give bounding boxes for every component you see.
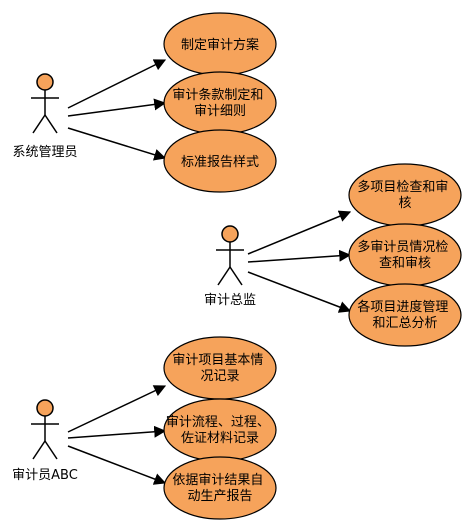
use-case-ellipse	[163, 129, 277, 193]
svg-text:各项目进度管理 和汇总分析: 各项目进度管理 和汇总分析	[357, 299, 452, 331]
use-case: 多项目检查和审 核	[348, 163, 462, 227]
association-arrow	[67, 127, 167, 161]
use-case: 制定审计方案	[163, 12, 277, 76]
use-case-text: 制定审计方案	[181, 37, 259, 53]
use-case-ellipse	[163, 336, 277, 400]
use-case-text: 动生产报告	[187, 489, 252, 504]
svg-text:多项目检查和审 核: 多项目检查和审 核	[357, 179, 452, 211]
use-case-text: 佐证材料记录	[181, 431, 259, 446]
actor-auditor-abc: 审计员ABC	[12, 399, 78, 483]
use-case-text: 况记录	[200, 369, 239, 384]
use-case-text: 查和审核	[379, 256, 431, 271]
actor-label: 审计员ABC	[12, 468, 78, 483]
use-case: 多审计员情况检 查和审核	[348, 223, 462, 287]
use-case-text: 多审计员情况检	[357, 239, 448, 255]
associations	[67, 59, 352, 485]
use-case-ellipse	[163, 456, 277, 520]
actor-system-admin: 系统管理员	[12, 73, 78, 160]
use-case-text: 各项目进度管理	[357, 299, 448, 315]
use-case: 标准报告样式	[163, 129, 277, 193]
actor-label: 审计总监	[204, 293, 256, 308]
use-case-text: 审计细则	[194, 104, 246, 119]
use-case-ellipse	[163, 71, 277, 135]
svg-text:审计条款制定和 审计细则: 审计条款制定和 审计细则	[172, 87, 267, 119]
association-arrow	[67, 425, 167, 439]
use-case-ellipse	[348, 223, 462, 287]
use-case-text: 审计流程、过程、	[166, 415, 270, 430]
association-arrow	[247, 271, 352, 313]
use-case-text: 审计条款制定和	[172, 87, 263, 103]
svg-text:依据审计结果自 动生产报告: 依据审计结果自 动生产报告	[172, 473, 267, 504]
use-case: 审计项目基本情 况记录	[163, 336, 277, 400]
svg-text:标准报告样式: 标准报告样式	[181, 155, 259, 170]
actor-audit-director: 审计总监	[204, 225, 256, 308]
use-case-text: 审计项目基本情	[172, 353, 263, 368]
use-case-ellipse	[163, 398, 277, 462]
use-case-text: 多项目检查和审	[357, 179, 448, 195]
use-case-text: 标准报告样式	[181, 155, 259, 170]
use-case-text: 和汇总分析	[372, 316, 437, 331]
use-case-text: 核	[398, 196, 411, 211]
svg-text:制定审计方案: 制定审计方案	[181, 37, 259, 53]
actor-head	[36, 73, 54, 91]
association-arrow	[67, 59, 167, 109]
svg-text:审计流程、过程、 佐证材料记录: 审计流程、过程、 佐证材料记录	[166, 415, 274, 446]
use-case-ellipse	[348, 163, 462, 227]
svg-text:多审计员情况检 查和审核: 多审计员情况检 查和审核	[357, 239, 452, 271]
use-case: 依据审计结果自 动生产报告	[163, 456, 277, 520]
association-arrow	[247, 210, 352, 255]
use-case: 审计条款制定和 审计细则	[163, 71, 277, 135]
association-arrow	[67, 445, 167, 485]
actor-label: 系统管理员	[12, 145, 77, 160]
actor-head	[36, 399, 54, 417]
svg-text:审计项目基本情 况记录: 审计项目基本情 况记录	[172, 353, 267, 384]
association-arrow	[67, 98, 167, 117]
association-arrow	[247, 249, 352, 263]
actor-head	[221, 225, 239, 243]
use-case-text: 依据审计结果自	[172, 473, 263, 488]
use-case: 各项目进度管理 和汇总分析	[348, 283, 462, 347]
association-arrow	[67, 385, 167, 433]
use-case: 审计流程、过程、 佐证材料记录	[163, 398, 277, 462]
use-case-ellipse	[348, 283, 462, 347]
